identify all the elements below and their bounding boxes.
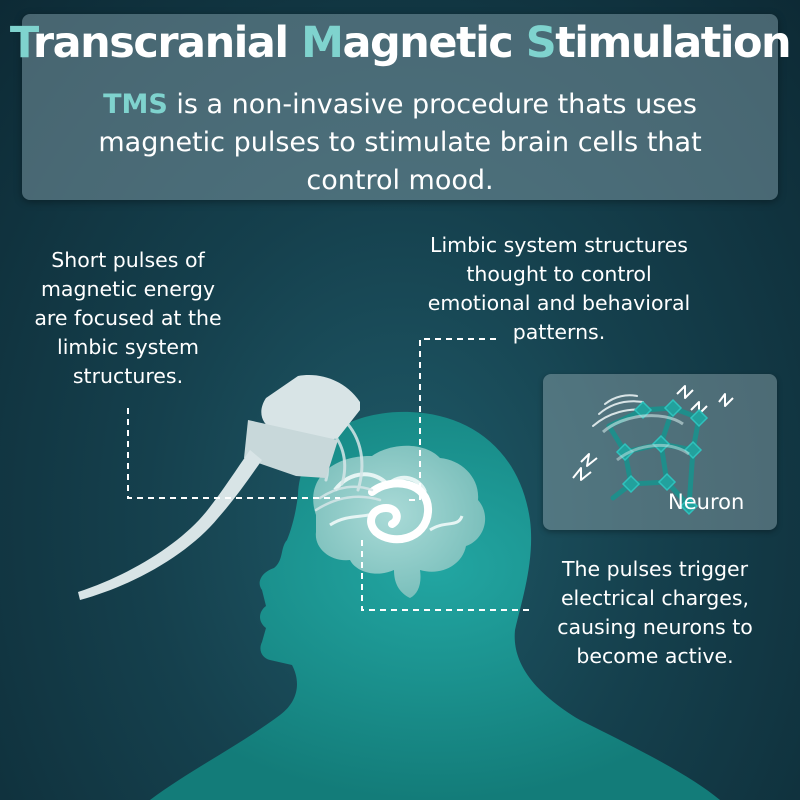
leader-line-bottom (361, 540, 532, 611)
subtitle-line: is a non-invasive procedure thats uses (167, 89, 697, 120)
annotation-neurons-active: The pulses trigger electrical charges, c… (557, 557, 753, 668)
annotation-limbic-system: Limbic system structures thought to cont… (427, 233, 691, 344)
neuron-label: Neuron (668, 490, 745, 514)
tms-coil-icon (78, 375, 360, 600)
leader-lines (127, 338, 532, 611)
subtitle-line: control mood. (306, 165, 494, 196)
subtitle-line: magnetic pulses to stimulate brain cells… (98, 127, 702, 158)
brain-icon (313, 445, 486, 598)
page-subtitle: TMS is a non-invasive procedure thats us… (60, 86, 740, 200)
neuron-icon (572, 385, 734, 516)
annotation-pulses-focused: Short pulses of magnetic energy are focu… (34, 248, 222, 388)
tms-highlight: TMS (103, 89, 168, 120)
page-title: Transcranial Magnetic Stimulation (9, 18, 792, 68)
head-silhouette-icon (150, 411, 720, 800)
leader-line-left (127, 408, 340, 499)
leader-line-top (404, 338, 496, 501)
header-panel (22, 14, 778, 200)
